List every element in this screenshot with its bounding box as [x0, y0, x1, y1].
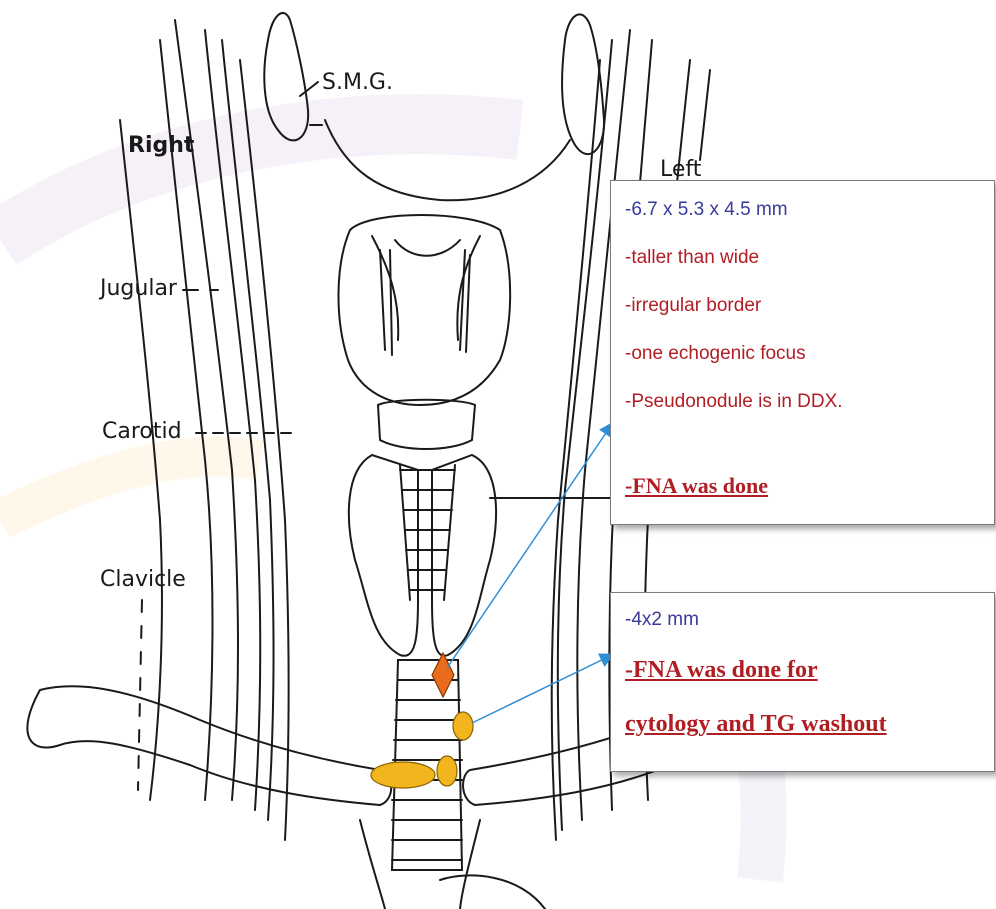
label-clavicle: Clavicle [100, 567, 186, 592]
nodule-oval-marker-horizontal [371, 762, 435, 788]
nodule2-size: -4x2 mm [625, 609, 699, 631]
sternum [360, 820, 545, 909]
nodule2-annotation-box: -4x2 mm -FNA was done for cytology and T… [610, 592, 995, 772]
label-carotid: Carotid [102, 419, 182, 444]
nodule1-differential: -Pseudonodule is in DDX. [625, 391, 843, 413]
nodule-oval-marker-lower [437, 756, 457, 786]
nodule1-feature-shape: -taller than wide [625, 247, 759, 269]
nodule1-size: -6.7 x 5.3 x 4.5 mm [625, 199, 788, 221]
nodule1-feature-focus: -one echogenic focus [625, 343, 806, 365]
label-right: Right [128, 133, 194, 158]
nodule1-feature-border: -irregular border [625, 295, 761, 317]
thyroid-gland [349, 455, 496, 656]
larynx [338, 215, 510, 449]
nodule-oval-marker-upper [453, 712, 473, 740]
nodule2-fna-status: -FNA was done for [625, 657, 818, 684]
nodule2-fna-purpose: cytology and TG washout [625, 711, 887, 738]
nodule1-annotation-box: -6.7 x 5.3 x 4.5 mm -taller than wide -i… [610, 180, 995, 525]
label-smg: S.M.G. [322, 70, 393, 95]
arrow-to-box2 [472, 655, 612, 723]
label-jugular: Jugular [100, 276, 177, 301]
arrow-to-box1 [447, 424, 612, 668]
nodule1-fna-status: -FNA was done [625, 473, 768, 499]
label-left: Left [660, 157, 701, 182]
